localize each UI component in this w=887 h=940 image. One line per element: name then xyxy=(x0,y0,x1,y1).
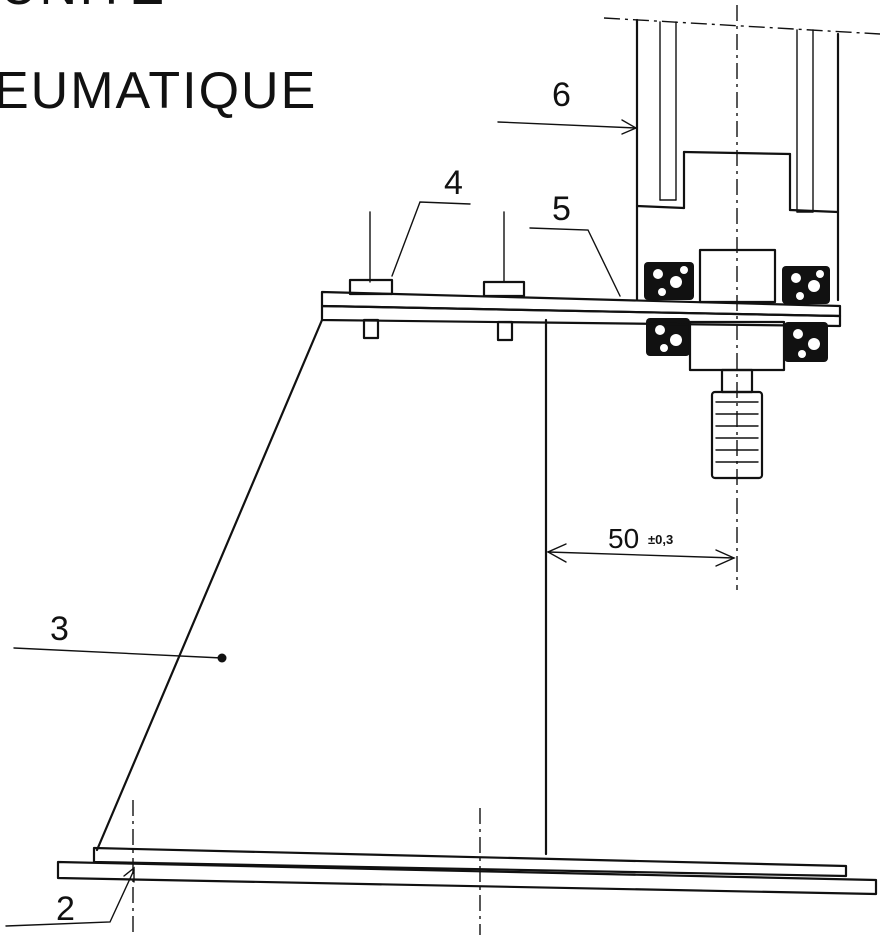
mounting-plate xyxy=(320,290,842,328)
leader-3-dot xyxy=(217,653,227,663)
lower-left-bearing xyxy=(646,318,690,356)
leader-3 xyxy=(13,647,223,659)
label-part-4: 4 xyxy=(444,164,463,202)
leader-6 xyxy=(497,121,637,129)
leader-4 xyxy=(391,201,471,277)
label-part-6: 6 xyxy=(552,76,571,114)
title-line-1: UNITE xyxy=(0,0,166,16)
upper-right-bearing xyxy=(782,266,830,304)
title-line-2: EUMATIQUE xyxy=(0,62,317,120)
leader-5 xyxy=(529,227,621,297)
label-part-2: 2 xyxy=(56,890,75,928)
dimension-tolerance: ±0,3 xyxy=(648,532,673,547)
leader-2 xyxy=(5,869,135,927)
pneumatic-cylinder xyxy=(635,18,840,304)
cylinder-break-line xyxy=(603,17,881,35)
screw-left xyxy=(348,211,394,340)
dimension-line xyxy=(546,543,736,567)
base-plate xyxy=(56,846,878,896)
support-bracket xyxy=(95,318,548,856)
threaded-shaft xyxy=(710,390,764,480)
upper-left-bearing xyxy=(644,262,694,300)
lower-right-bearing xyxy=(784,322,828,362)
label-part-3: 3 xyxy=(50,610,69,648)
dimension-value: 50 xyxy=(608,523,639,554)
screw-right xyxy=(482,211,526,342)
label-part-5: 5 xyxy=(552,190,571,228)
